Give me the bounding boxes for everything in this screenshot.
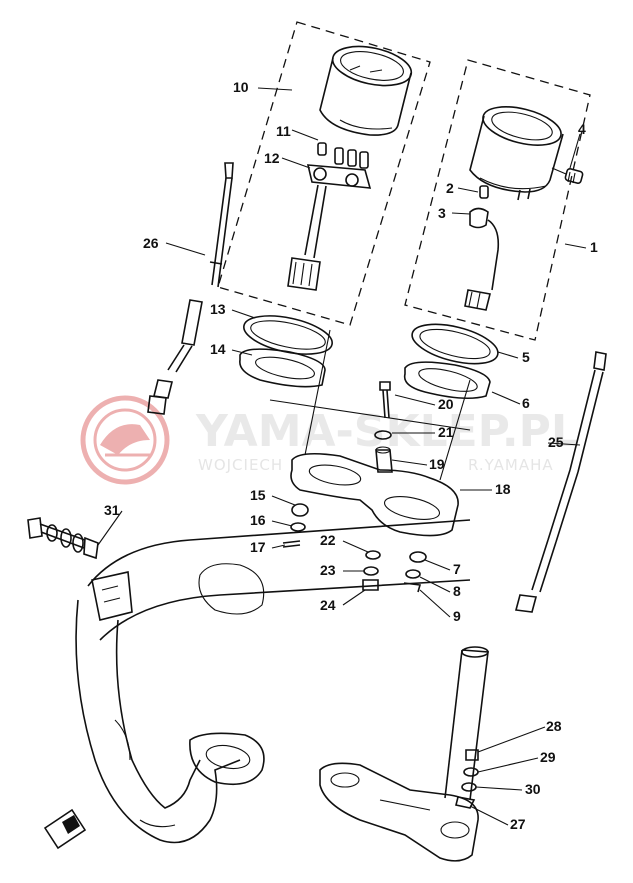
- meter-bracket: [269, 329, 471, 537]
- steering-stem: [319, 646, 489, 862]
- callout-2: 2: [446, 180, 454, 196]
- callout-25: 25: [548, 434, 564, 450]
- leader-lines: [97, 87, 587, 826]
- callout-12: 12: [264, 150, 280, 166]
- knob-icon: [564, 168, 584, 184]
- callout-17: 17: [250, 539, 266, 555]
- speedometer-cable: [147, 162, 234, 415]
- callout-21: 21: [438, 424, 454, 440]
- left-meter-rings: [239, 315, 333, 388]
- frame-tube: [43, 599, 265, 850]
- callout-5: 5: [522, 349, 530, 365]
- callout-6: 6: [522, 395, 530, 411]
- tachometer-assembly: [464, 106, 584, 311]
- callout-29: 29: [540, 749, 556, 765]
- callout-18: 18: [495, 481, 511, 497]
- tachometer-group-box: [404, 59, 591, 341]
- callout-8: 8: [453, 583, 461, 599]
- tachometer-cable: [514, 351, 607, 613]
- callout-15: 15: [250, 487, 266, 503]
- callout-3: 3: [438, 205, 446, 221]
- handlebar-bracket: [27, 517, 471, 641]
- callout-labels: 10 11 12 26 13 14 4 2 3 1 5 6 20 21 19 1…: [104, 79, 598, 832]
- speedometer-group-box: [217, 21, 431, 326]
- watermark-logo-icon: [80, 395, 170, 485]
- callout-27: 27: [510, 816, 526, 832]
- callout-14: 14: [210, 341, 226, 357]
- callout-9: 9: [453, 608, 461, 624]
- callout-10: 10: [233, 79, 249, 95]
- callout-13: 13: [210, 301, 226, 317]
- watermark: YAMA-SKLEP.PL WOJCIECH R.YAMAHA: [80, 395, 579, 485]
- callout-23: 23: [320, 562, 336, 578]
- speedometer-bulb-sockets: [287, 142, 372, 291]
- callout-4: 4: [578, 121, 586, 137]
- callout-30: 30: [525, 781, 541, 797]
- speedometer-assembly: [319, 45, 413, 136]
- watermark-tagline: WOJCIECH: [198, 456, 283, 474]
- callout-19: 19: [429, 456, 445, 472]
- mounting-hardware: [282, 381, 427, 593]
- watermark-tagline-tail: R.YAMAHA: [468, 456, 554, 474]
- right-meter-rings: [403, 323, 499, 400]
- callout-26: 26: [143, 235, 159, 251]
- callout-28: 28: [546, 718, 562, 734]
- callout-24: 24: [320, 597, 336, 613]
- callout-22: 22: [320, 532, 336, 548]
- callout-20: 20: [438, 396, 454, 412]
- callout-11: 11: [276, 123, 291, 139]
- callout-31: 31: [104, 502, 120, 518]
- callout-7: 7: [453, 561, 461, 577]
- callout-1: 1: [590, 239, 598, 255]
- callout-16: 16: [250, 512, 266, 528]
